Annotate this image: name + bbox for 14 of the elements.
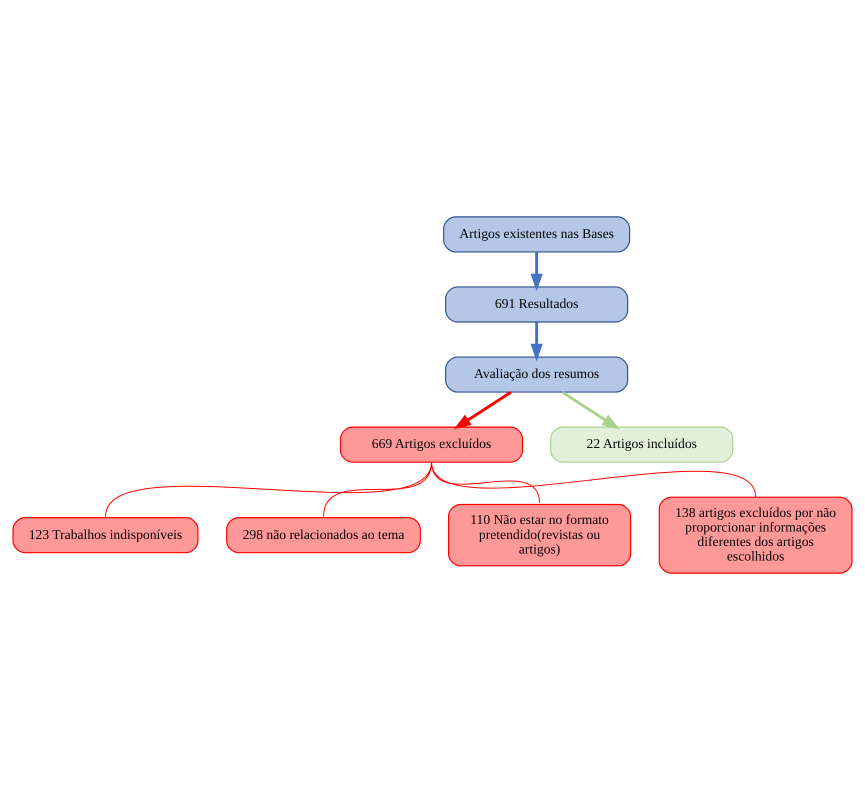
arrow <box>562 390 620 430</box>
node-box: 298 não relacionados ao tema <box>226 517 421 554</box>
arrow <box>454 390 512 430</box>
connector <box>431 462 756 498</box>
node-box: 22 Artigos incluídos <box>550 426 734 463</box>
node-box: 669 Artigos excluídos <box>340 426 524 463</box>
arrow <box>530 252 543 292</box>
arrow <box>530 322 543 362</box>
node-box: Avaliação dos resumos <box>445 356 628 393</box>
node-box: 138 artigos excluídos por não proporcionar informações diferentes dos artigos escolhidos <box>658 496 853 574</box>
node-box: 123 Trabalhos indisponíveis <box>12 517 199 554</box>
node-box: Artigos existentes nas Bases <box>443 216 630 253</box>
node-box: 110 Não estar no formato pretendido(revistas ou artigos) <box>448 504 632 566</box>
node-box: 691 Resultados <box>445 286 628 323</box>
